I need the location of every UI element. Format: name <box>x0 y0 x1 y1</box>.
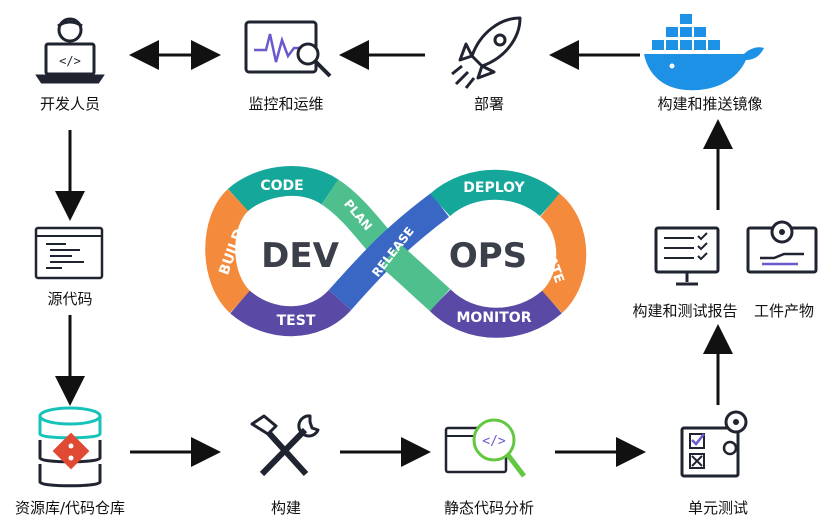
developer-label: 开发人员 <box>39 95 101 113</box>
build-label: 构建 <box>270 499 302 517</box>
stage-test: TEST <box>276 313 316 329</box>
stage-monitor: MONITOR <box>456 310 532 326</box>
source-code-label: 源代码 <box>47 290 93 308</box>
artifact-label: 工件产物 <box>753 302 815 320</box>
dev-text: DEV <box>261 236 339 276</box>
repository-label: 资源库/代码仓库 <box>14 499 126 517</box>
stage-code: CODE <box>260 178 304 194</box>
ops-text: OPS <box>448 236 528 276</box>
monitoring-label: 监控和运维 <box>248 95 324 113</box>
deploy-label: 部署 <box>473 95 505 113</box>
build-push-image-label: 构建和推送镜像 <box>657 95 763 113</box>
build-test-report-label: 构建和测试报告 <box>632 302 738 320</box>
stage-deploy: DEPLOY <box>463 180 525 196</box>
static-analysis-label: 静态代码分析 <box>443 499 535 517</box>
unit-test-label: 单元测试 <box>687 499 749 517</box>
